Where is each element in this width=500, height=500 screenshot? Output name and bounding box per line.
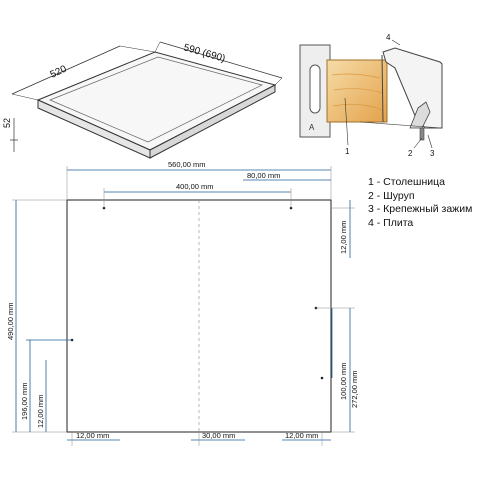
width-dimension-line (159, 41, 283, 79)
right-hole-height-label: 272,00 mm (350, 370, 359, 408)
thickness-label: 52 (2, 118, 12, 128)
countertop-side-face (149, 84, 276, 159)
hole-offset-label: 80,00 mm (247, 171, 280, 180)
countertop-isometric: 520 590 (690) 52 (2, 41, 283, 159)
hob-plate (382, 47, 443, 129)
callout-2: 2 (408, 149, 413, 158)
legend: 1 - Столешница 2 - Шуруп 3 - Крепежный з… (368, 176, 472, 230)
section-letter: A (309, 123, 315, 132)
hole-spacing-label: 400,00 mm (176, 182, 214, 191)
mount-hole (320, 376, 324, 380)
depth-dimension-line (11, 45, 121, 95)
callout-1: 1 (345, 147, 350, 156)
cutout-height-label: 490,00 mm (6, 302, 15, 340)
screw (419, 127, 425, 141)
depth-label: 520 (49, 64, 69, 81)
left-hole-height-label: 196,00 mm (20, 382, 29, 420)
mounting-clamp (409, 101, 431, 129)
left-hole-offset-label: 12,00 mm (36, 395, 45, 428)
legend-item: 1 - Столешница (368, 176, 445, 188)
right-hole-spacing-label: 100,00 mm (339, 362, 348, 400)
callout-4: 4 (386, 33, 391, 42)
bottom-center-label: 30,00 mm (202, 431, 235, 440)
bracket-slot (309, 64, 321, 114)
legend-item: 2 - Шуруп (368, 189, 415, 202)
cutout-width-label: 560,00 mm (168, 160, 206, 169)
bottom-left-label: 12,00 mm (76, 431, 109, 440)
callout-3: 3 (430, 149, 435, 158)
mounting-section: A 1 2 3 4 (299, 33, 443, 158)
legend-item: 4 - Плита (368, 216, 414, 229)
countertop-section (326, 59, 388, 123)
top-offset-label: 12,00 mm (339, 221, 348, 254)
bottom-right-label: 12,00 mm (285, 431, 318, 440)
wood-grain (331, 73, 384, 111)
hob-outline (49, 56, 263, 143)
legend-item: 3 - Крепежный зажим (368, 203, 473, 215)
cutout-drawing: 560,00 mm 400,00 mm 80,00 mm 12,00 mm 49… (6, 160, 359, 446)
